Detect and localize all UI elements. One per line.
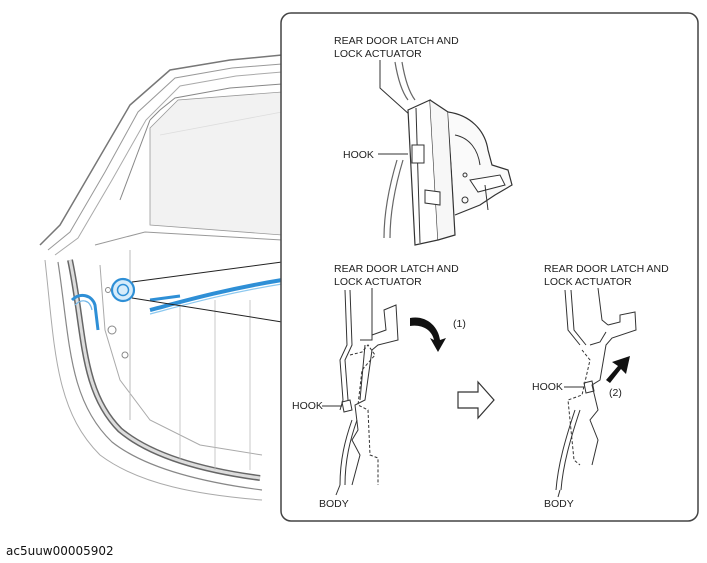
detail-right: REAR DOOR LATCH AND LOCK ACTUATOR HOOK B…: [532, 263, 669, 510]
callout-line-top: [131, 261, 283, 283]
label-body-left: BODY: [319, 498, 349, 510]
wire-harness: [70, 293, 100, 331]
label-actuator-top-2: LOCK ACTUATOR: [334, 48, 422, 60]
transition-arrow: [457, 380, 495, 420]
label-actuator-left-1: REAR DOOR LATCH AND: [334, 263, 459, 275]
step-label-1: (1): [453, 318, 466, 330]
vehicle-body-illustration: [39, 54, 283, 501]
label-hook-left: HOOK: [292, 400, 323, 412]
latch-location-marker: [110, 277, 136, 303]
label-actuator-right-2: LOCK ACTUATOR: [544, 276, 632, 288]
detail-top: REAR DOOR LATCH AND LOCK ACTUATOR HOOK: [334, 35, 513, 246]
detail-left: REAR DOOR LATCH AND LOCK ACTUATOR HOOK B…: [292, 263, 466, 510]
label-actuator-right-1: REAR DOOR LATCH AND: [544, 263, 669, 275]
callout-line-bottom: [131, 297, 283, 323]
lift-arrow-2: [606, 356, 630, 383]
figure-id: ac5uuw00005902: [6, 544, 114, 558]
label-hook-top: HOOK: [343, 149, 374, 161]
label-actuator-left-2: LOCK ACTUATOR: [334, 276, 422, 288]
label-hook-right: HOOK: [532, 381, 563, 393]
label-body-right: BODY: [544, 498, 574, 510]
label-actuator-top-1: REAR DOOR LATCH AND: [334, 35, 459, 47]
step-label-2: (2): [609, 387, 622, 399]
rotate-arrow-1: [410, 317, 446, 352]
